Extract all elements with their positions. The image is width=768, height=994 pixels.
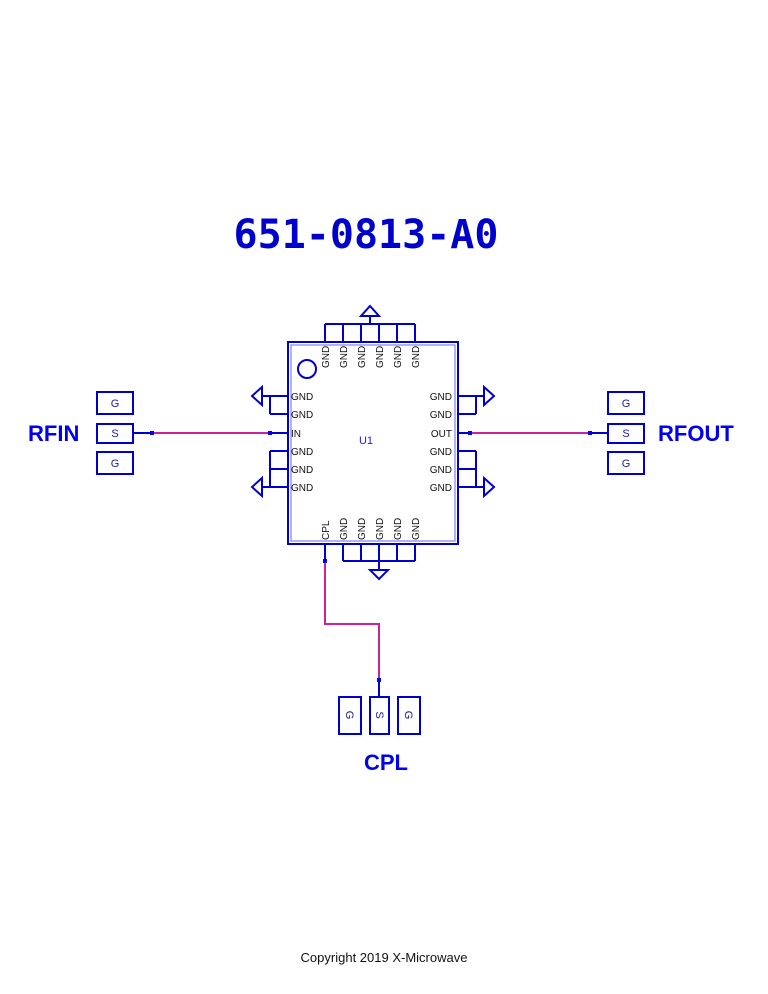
cpl-pad-g-right[interactable] — [397, 696, 421, 735]
junction-dot — [150, 431, 154, 435]
ground-symbol-icon — [358, 304, 382, 317]
rfout-pad-g-top[interactable] — [607, 391, 645, 415]
pin-label: GND — [357, 346, 368, 368]
junction-dot — [268, 431, 272, 435]
junction-dot — [468, 431, 472, 435]
pin-label: GND — [430, 447, 452, 458]
cpl-pad-s[interactable] — [369, 696, 390, 735]
chip-u1[interactable]: U1 — [287, 341, 459, 545]
pin-label: GND — [375, 518, 386, 540]
rfout-pad-g-bottom[interactable] — [607, 451, 645, 475]
cpl-label: CPL — [364, 750, 408, 775]
pad-label: G — [622, 458, 631, 470]
pin1-marker-icon — [297, 359, 317, 379]
rfin-port[interactable]: RFIN G S G — [28, 391, 152, 475]
ground-symbol-icon — [367, 569, 391, 581]
top-gnd-wiring — [324, 304, 416, 342]
left-pin-labels: GND GND IN GND GND GND — [291, 392, 313, 494]
cpl-port[interactable]: G S G CPL — [338, 680, 421, 775]
pin-label: GND — [430, 392, 452, 403]
pin-label-in: IN — [291, 429, 301, 440]
junction-dot — [323, 559, 327, 563]
pin-label: GND — [357, 518, 368, 540]
pin-label-out: OUT — [431, 429, 452, 440]
pin-label: GND — [321, 346, 332, 368]
pad-label: G — [111, 398, 120, 410]
chip-outline-inner — [290, 344, 456, 542]
pin-label: GND — [393, 518, 404, 540]
junction-dot — [588, 431, 592, 435]
right-gnd-wiring — [458, 384, 496, 499]
pin-label: GND — [375, 346, 386, 368]
bottom-gnd-wiring — [324, 544, 416, 581]
pin-label: GND — [430, 465, 452, 476]
pin-label: GND — [430, 410, 452, 421]
rfin-pad-g-top[interactable] — [96, 391, 134, 415]
pin-label: GND — [291, 465, 313, 476]
ground-symbol-icon — [250, 475, 263, 499]
pin-label: GND — [411, 518, 422, 540]
top-pin-labels: GND GND GND GND GND GND — [321, 346, 422, 368]
pin-label: GND — [291, 410, 313, 421]
ground-symbol-icon — [483, 384, 496, 408]
pad-label: G — [622, 398, 631, 410]
ground-symbol-icon — [483, 475, 496, 499]
refdes-label: U1 — [359, 435, 373, 447]
copyright-text: Copyright 2019 X-Microwave — [301, 950, 468, 965]
left-gnd-wiring — [250, 384, 288, 499]
right-pin-labels: GND GND OUT GND GND GND — [430, 392, 452, 494]
pin-label: GND — [291, 392, 313, 403]
cpl-net-trace[interactable] — [324, 561, 380, 680]
rfin-pad-g-bottom[interactable] — [96, 451, 134, 475]
pad-label: S — [373, 711, 385, 718]
bottom-pin-labels: CPL GND GND GND GND GND — [321, 518, 422, 540]
pad-label: G — [343, 711, 355, 720]
part-number-title: 651-0813-A0 — [234, 212, 499, 258]
rfin-label: RFIN — [28, 421, 79, 446]
cpl-pad-g-left[interactable] — [338, 696, 362, 735]
pin-label: GND — [339, 346, 350, 368]
chip-outline-outer — [287, 341, 459, 545]
pin-label: GND — [339, 518, 350, 540]
pin-label: GND — [291, 447, 313, 458]
rfout-port[interactable]: RFOUT G S G — [590, 391, 734, 475]
pin-label: GND — [411, 346, 422, 368]
rfout-label: RFOUT — [658, 421, 734, 446]
pin-label-cpl: CPL — [321, 520, 332, 540]
pin-label: GND — [291, 483, 313, 494]
pad-label: S — [622, 428, 629, 440]
ground-symbol-icon — [250, 384, 263, 408]
pin-label: GND — [393, 346, 404, 368]
pad-label: S — [111, 428, 118, 440]
pad-label: G — [111, 458, 120, 470]
pad-label: G — [402, 711, 414, 720]
pin-label: GND — [430, 483, 452, 494]
